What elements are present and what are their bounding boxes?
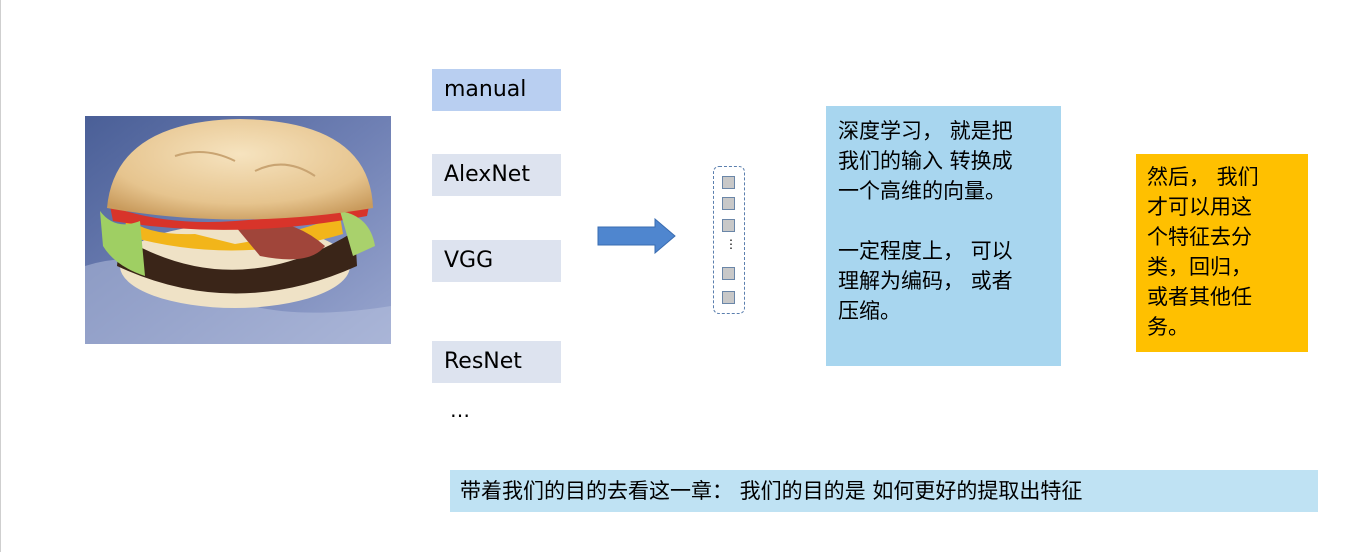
vector-cell <box>722 197 735 210</box>
vector-cell <box>722 267 735 280</box>
feature-usage-note: 然后， 我们 才可以用这 个特征去分 类，回归， 或者其他任 务。 <box>1136 154 1308 352</box>
vector-cell <box>722 176 735 189</box>
slide-left-border <box>0 0 1 552</box>
chapter-goal-banner: 带着我们的目的去看这一章： 我们的目的是 如何更好的提取出特征 <box>450 470 1318 512</box>
vector-cell <box>722 291 735 304</box>
deep-learning-note: 深度学习， 就是把 我们的输入 转换成 一个高维的向量。 一定程度上， 可以 理… <box>826 106 1061 366</box>
burger-photo <box>85 116 391 344</box>
vector-ellipsis: ⋮ <box>725 237 737 251</box>
method-label: manual <box>444 77 527 102</box>
right-arrow-icon <box>597 217 677 258</box>
method-label: AlexNet <box>444 162 530 187</box>
method-vgg: VGG <box>432 240 561 282</box>
method-manual: manual <box>432 69 561 111</box>
method-resnet: ResNet <box>432 341 561 383</box>
method-alexnet: AlexNet <box>432 154 561 196</box>
methods-more-ellipsis: … <box>450 398 470 422</box>
feature-vector: ⋮ <box>713 166 745 314</box>
note-paragraph: 深度学习， 就是把 我们的输入 转换成 一个高维的向量。 <box>838 119 1013 203</box>
method-label: ResNet <box>444 349 522 374</box>
method-label: VGG <box>444 248 494 273</box>
vector-cell <box>722 219 735 232</box>
note-paragraph: 一定程度上， 可以 理解为编码， 或者 压缩。 <box>838 239 1013 323</box>
